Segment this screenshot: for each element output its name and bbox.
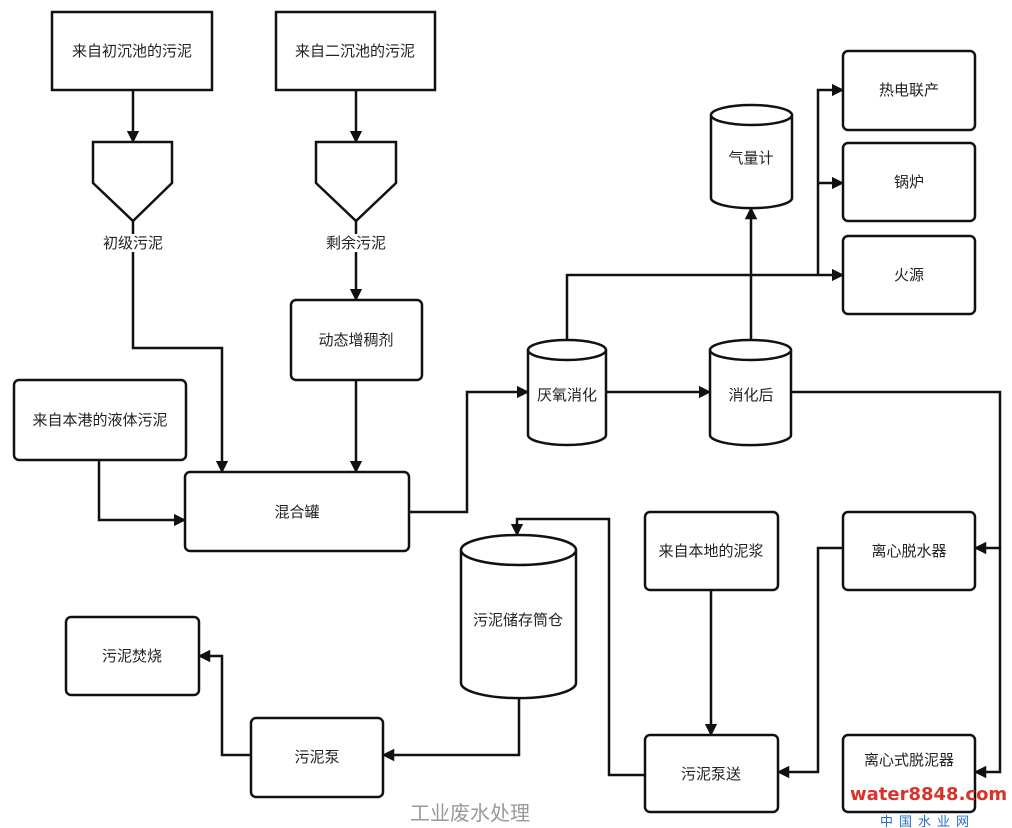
node-post-digestion: 消化后 [708,338,793,447]
label: 火源 [894,266,924,284]
label: 锅炉 [894,173,924,191]
node-port-liquid-sludge: 来自本港的液体污泥 [12,378,188,462]
node-storage-silo: 污泥储存筒仓 [459,533,578,700]
label: 污泥泵送 [681,765,741,783]
label: 污泥焚烧 [102,647,162,665]
watermark: 工业废水处理 water8848.com 中国水业网 [410,784,1007,828]
label: 离心脱水器 [871,542,946,560]
node-sludge-pump: 污泥泵 [249,716,385,799]
label: 热电联产 [879,81,939,99]
node-boiler: 锅炉 [841,141,977,223]
hopper-excess [314,140,398,223]
node-primary-source: 来自初沉池的污泥 [50,10,214,92]
node-centrifuge: 离心脱水器 [841,510,977,592]
node-local-slurry: 来自本地的泥浆 [643,510,780,592]
label: 消化后 [728,386,773,404]
node-gas-meter: 气量计 [709,103,794,210]
node-thickener: 动态增稠剂 [289,298,424,382]
label: 来自本港的液体污泥 [32,411,167,429]
node-chp: 热电联产 [841,49,977,132]
watermark-site: water8848.com [850,784,1007,805]
label: 气量计 [728,149,773,167]
label: 污泥储存筒仓 [473,611,563,629]
hopper-primary [91,140,174,223]
label: 离心式脱泥器 [864,751,954,769]
label: 来自本地的泥浆 [658,542,763,560]
node-mixing-tank: 混合罐 [183,470,411,553]
label: 来自初沉池的污泥 [72,42,192,60]
node-anaerobic-digestion: 厌氧消化 [526,338,608,447]
watermark-site-cn: 中国水业网 [880,815,975,828]
node-secondary-source: 来自二沉池的污泥 [274,10,437,92]
label: 混合罐 [274,503,319,521]
label: 动态增稠剂 [318,331,393,349]
watermark-wechat: 工业废水处理 [410,801,530,825]
node-flare: 火源 [841,234,977,316]
label: 污泥泵 [294,748,339,766]
node-incineration: 污泥焚烧 [64,615,201,697]
connectors [97,83,1002,779]
label-primary-sludge: 初级污泥 [103,234,163,252]
node-sludge-pumping: 污泥泵送 [643,733,780,814]
label-excess-sludge: 剩余污泥 [326,234,386,252]
label: 来自二沉池的污泥 [295,42,415,60]
label: 厌氧消化 [537,386,597,404]
node-dewatering-unit: 离心式脱泥器 [841,733,977,814]
